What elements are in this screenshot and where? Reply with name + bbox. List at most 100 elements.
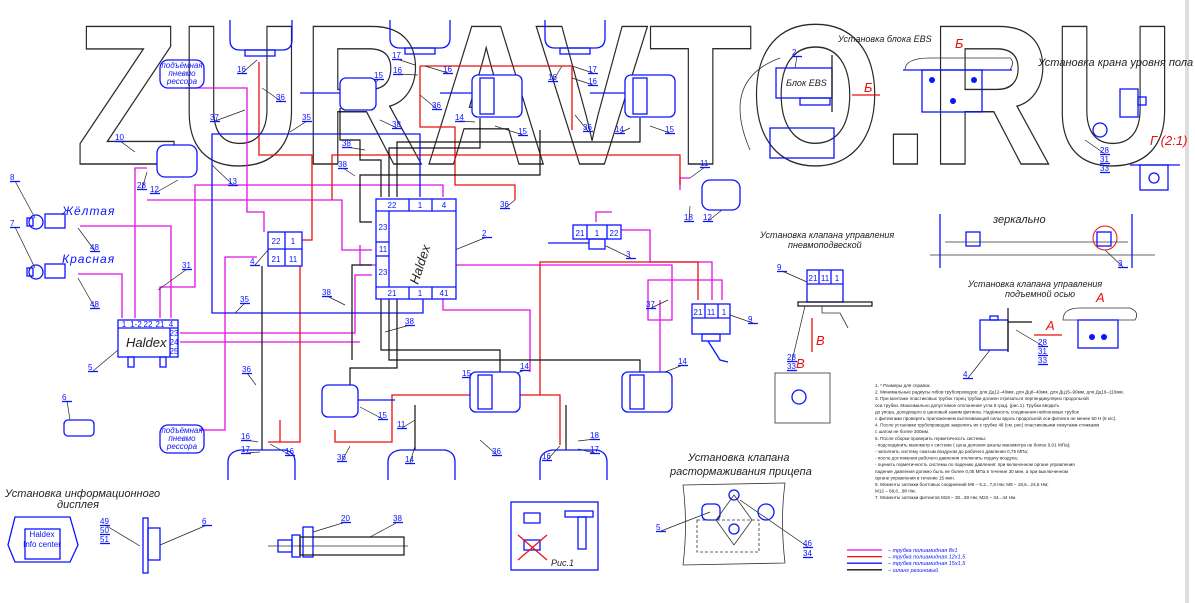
air-tank-right (701, 179, 741, 211)
part-callout: 18 (590, 431, 599, 440)
callout-leader (92, 349, 119, 372)
svg-text:25: 25 (170, 347, 179, 356)
callout-leader (571, 65, 594, 74)
part-callout: 38 (338, 160, 347, 169)
part-callout: 31 (1038, 347, 1047, 356)
svg-text:21: 21 (156, 320, 165, 329)
part-callout: 36 (242, 365, 251, 374)
release-valve-installation: Установка клапана растормаживания прицеп… (669, 452, 812, 566)
svg-text:11: 11 (707, 308, 716, 317)
part-callout: 28 (137, 181, 146, 190)
callout-leader (409, 445, 416, 464)
part-callout: 5 (88, 363, 93, 372)
part-callout: 14 (455, 113, 464, 122)
part-callout: 31 (182, 261, 191, 270)
svg-text:пневмо: пневмо (168, 69, 196, 78)
callout-leader (401, 419, 416, 429)
part-callout: 15 (374, 71, 383, 80)
note-line: - оценить герметичность системы по паден… (875, 462, 1075, 467)
note-line: 7. Моменты затяжки фитингов М16 – 30...3… (875, 495, 1016, 500)
part-callout: 12 (150, 185, 159, 194)
lift-axle-valve-installation: Установка клапана управления подъемной о… (967, 279, 1138, 352)
part-callout: 4 (963, 370, 968, 379)
svg-text:подъемной осью: подъемной осью (1005, 289, 1075, 299)
part-callout: 38 (393, 514, 402, 523)
part-callout: 18 (684, 213, 693, 222)
part-callout: 16 (237, 65, 246, 74)
lift-spring-label-bottom: подъёмная пневмо рессора (159, 424, 205, 454)
part-callout: 8 (10, 173, 15, 182)
svg-text:1: 1 (291, 237, 296, 246)
part-callout: 16 (588, 77, 597, 86)
coupling-yellow: Жёлтая (26, 204, 114, 230)
part-callout: 14 (615, 125, 624, 134)
coupling-red-label: Красная (62, 252, 115, 266)
part-callout: 3 (626, 250, 631, 259)
rubber-hoses (261, 108, 641, 450)
svg-text:Установка информационного: Установка информационного (4, 488, 160, 500)
svg-text:21: 21 (272, 255, 281, 264)
callout-leader (211, 164, 234, 186)
part-callout: 15 (665, 125, 674, 134)
callout-leader (1084, 139, 1106, 155)
part-callout: 10 (115, 133, 124, 142)
callout-leader (261, 87, 282, 102)
callout-leader (14, 226, 36, 269)
callout-leader (729, 314, 754, 324)
svg-text:21: 21 (576, 229, 585, 238)
svg-text:растормаживания прицепа: растормаживания прицепа (669, 466, 812, 478)
callout-leader (424, 65, 449, 74)
note-line: 5. После сборки проверить герметичность … (875, 436, 986, 441)
svg-text:1: 1 (418, 289, 423, 298)
svg-text:Установка клапана: Установка клапана (687, 452, 789, 464)
svg-text:1: 1 (418, 201, 423, 210)
svg-text:дисплея: дисплея (57, 499, 99, 511)
part-callout: 36 (276, 93, 285, 102)
svg-text:пневмо: пневмо (168, 434, 196, 443)
note-line: органе управления в течение 15 мин. (875, 475, 955, 480)
svg-text:Info center: Info center (23, 540, 61, 549)
display-unit-6 (63, 419, 95, 437)
callout-leader (289, 120, 308, 133)
svg-text:Haldex: Haldex (30, 530, 55, 539)
part-callout: 28 (787, 353, 796, 362)
part-callout: 49 (100, 517, 109, 526)
brake-chambers (300, 74, 676, 418)
part-callout: 4 (250, 257, 255, 266)
svg-text:А: А (1045, 318, 1055, 333)
svg-text:Установка клапана управления: Установка клапана управления (967, 279, 1102, 289)
callout-leader (14, 180, 36, 219)
part-callout: 11 (397, 420, 406, 429)
callout-leader (546, 445, 561, 461)
part-callout: 28 (1038, 338, 1047, 347)
callout-leader (254, 249, 269, 266)
note-line: 1. * Размеры для справок. (875, 383, 931, 388)
part-callout: 17 (588, 65, 597, 74)
part-callout: 36 (583, 123, 592, 132)
note-line: 2. Минимальные радиусы гибов трубопровод… (875, 390, 1124, 395)
svg-text:4: 4 (442, 201, 447, 210)
pipe-legend: – трубка полиамидная 8х1– трубка полиами… (847, 548, 966, 574)
part-callout: 9 (777, 263, 782, 272)
note-line: - после достижения рабочего давления отк… (875, 456, 1018, 461)
part-callout: 16 (241, 432, 250, 441)
part-callout: 51 (100, 535, 109, 544)
coupling-red: Красная (26, 252, 115, 280)
callout-leader (574, 114, 589, 132)
svg-text:Установка крана уровня пола: Установка крана уровня пола (1037, 57, 1193, 69)
suspension-valve-installation: Установка клапана управления пневмоподве… (759, 230, 894, 424)
note-line: падение давления должно быть не более 0,… (875, 469, 1068, 474)
callout-leader (312, 521, 347, 533)
svg-text:В: В (816, 333, 825, 348)
part-callout: 12 (703, 213, 712, 222)
callout-leader (66, 400, 71, 421)
technical-notes: 1. * Размеры для справок. 2. Минимальные … (875, 383, 1124, 500)
part-callout: 7 (10, 219, 15, 228)
part-callout: 33 (787, 362, 796, 371)
callout-leader (791, 305, 806, 362)
svg-text:23: 23 (379, 223, 388, 232)
legend-label: – шланг резиновый (887, 567, 938, 574)
part-callout: 36 (432, 101, 441, 110)
svg-text:Рис.1: Рис.1 (551, 558, 574, 568)
